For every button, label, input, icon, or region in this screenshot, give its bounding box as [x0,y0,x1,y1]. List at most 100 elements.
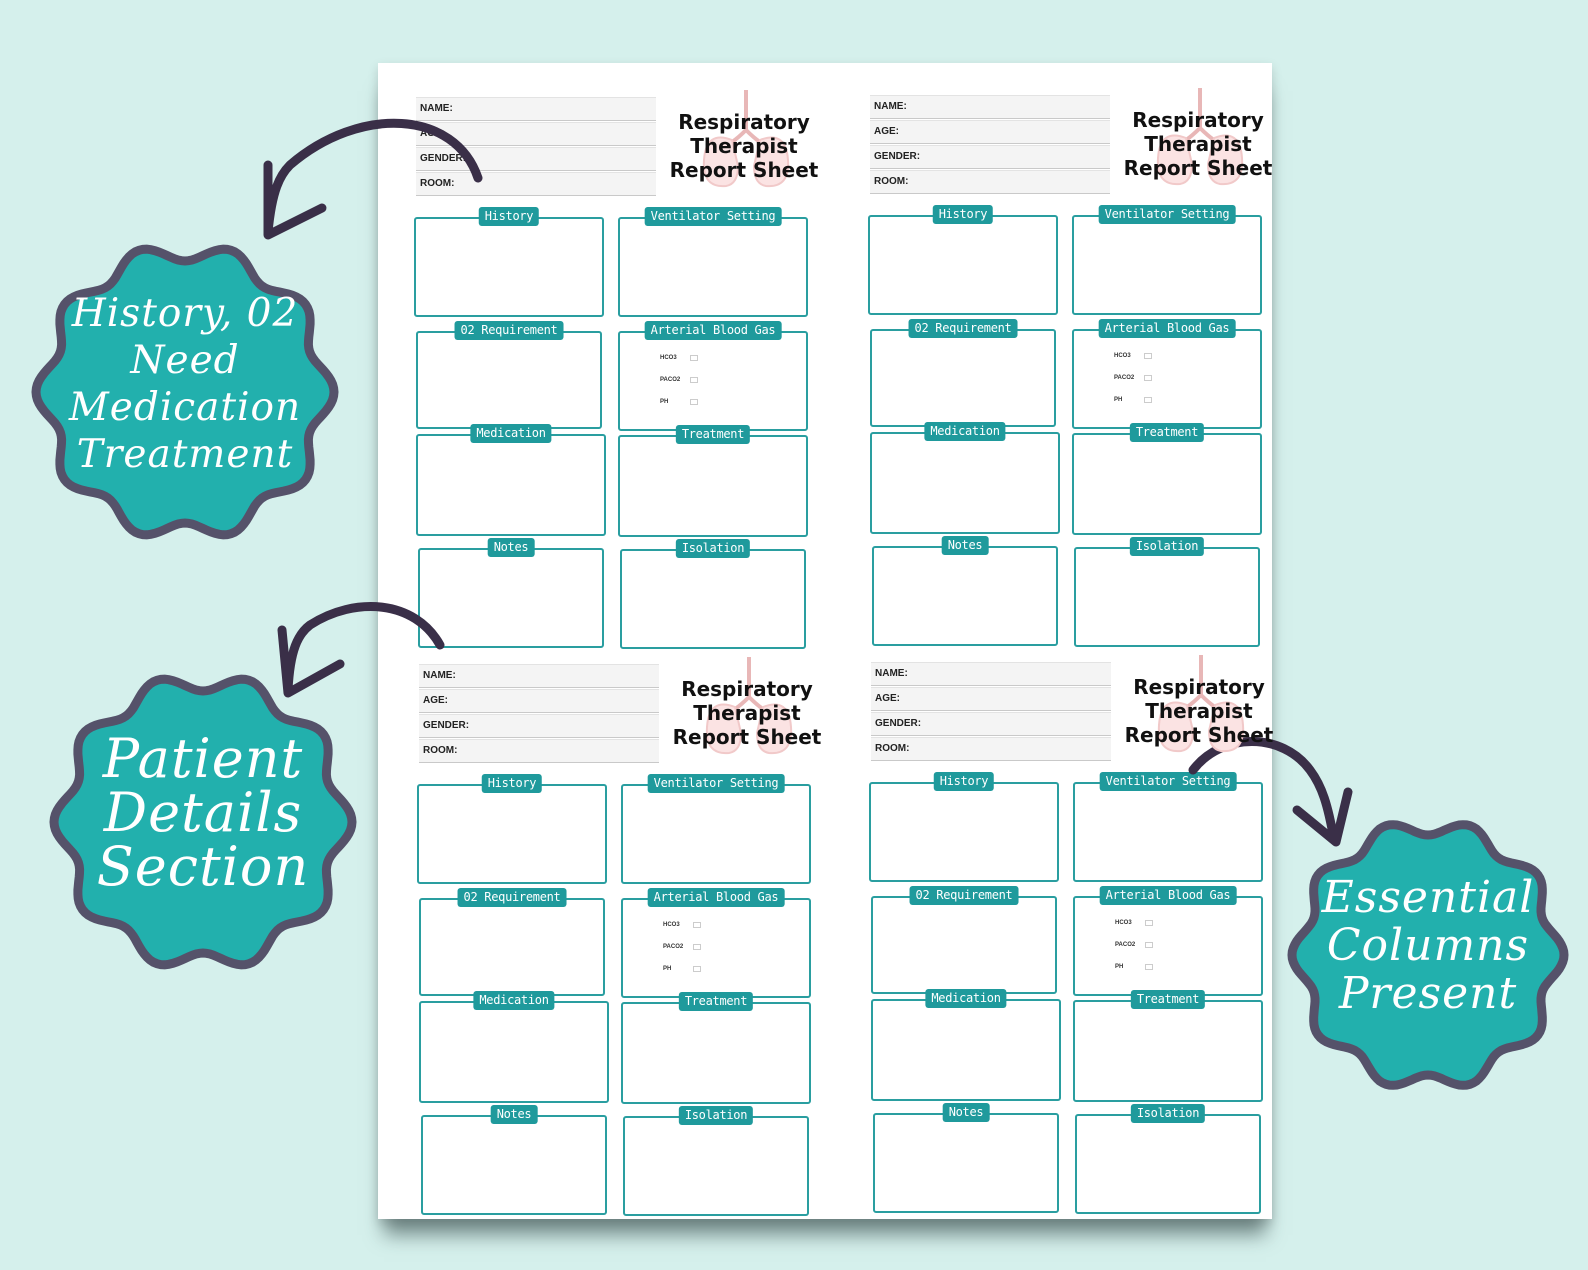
medication-section[interactable]: Medication [419,991,609,1103]
paco2-box[interactable] [693,944,701,950]
room-field[interactable]: ROOM: [419,739,659,763]
name-field[interactable]: NAME: [419,664,659,688]
section-tab: Isolation [1130,1104,1206,1123]
gender-field[interactable]: GENDER: [419,714,659,738]
o2-requirement-section[interactable]: 02 Requirement [419,888,605,996]
ventilator-section[interactable]: Ventilator Setting [1073,772,1263,882]
room-field[interactable]: ROOM: [870,170,1110,194]
hco3-box[interactable] [1144,353,1152,359]
isolation-section[interactable]: Isolation [1075,1104,1261,1214]
callout-line: Patient [102,727,304,790]
history-section[interactable]: History [869,772,1059,882]
section-tab: History [478,207,540,226]
name-field[interactable]: NAME: [871,662,1111,686]
ph-box[interactable] [690,399,698,405]
section-tab: Medication [473,991,555,1010]
ventilator-section[interactable]: Ventilator Setting [621,774,811,884]
ventilator-section[interactable]: Ventilator Setting [618,207,808,317]
age-field[interactable]: AGE: [416,122,656,146]
ph-box[interactable] [1145,964,1153,970]
notes-section[interactable]: Notes [421,1105,607,1215]
patient-details: NAME: AGE: GENDER: ROOM: [419,664,659,764]
medication-section[interactable]: Medication [416,424,606,536]
callout-line: Details [103,781,303,844]
callout-line: Need [130,338,240,383]
hco3-box[interactable] [1145,920,1153,926]
callout-badge-essential-columns: Essential Columns Present [1283,810,1573,1100]
callout-badge-history: History, 02 Need Medication Treatment [30,232,340,552]
paco2-label: PACO2 [660,377,681,383]
abg-fields: HCO3 PACO2 PH [1115,920,1153,986]
medication-section[interactable]: Medication [871,989,1061,1101]
abg-section[interactable]: Arterial Blood Gas HCO3 PACO2 PH [1072,319,1262,429]
room-field[interactable]: ROOM: [416,172,656,196]
history-section[interactable]: History [417,774,607,884]
section-tab: 02 Requirement [908,319,1018,338]
callout-badge-patient-details: Patient Details Section [48,662,358,982]
sheet-title: Respiratory Therapist Report Sheet [1119,675,1279,747]
ph-box[interactable] [693,966,701,972]
notes-section[interactable]: Notes [418,538,604,648]
hco3-box[interactable] [693,922,701,928]
ph-label: PH [1115,964,1124,970]
isolation-section[interactable]: Isolation [1074,537,1260,647]
title-line: Report Sheet [672,725,822,749]
section-tab: Isolation [1129,537,1205,556]
history-section[interactable]: History [868,205,1058,315]
callout-line: Essential [1321,872,1535,923]
gender-field[interactable]: GENDER: [870,145,1110,169]
gender-field[interactable]: GENDER: [871,712,1111,736]
o2-requirement-section[interactable]: 02 Requirement [870,319,1056,427]
abg-section[interactable]: Arterial Blood Gas HCO3 PACO2 PH [618,321,808,431]
age-field[interactable]: AGE: [419,689,659,713]
section-tab: Treatment [1130,990,1206,1009]
lungs-icon [1156,88,1244,186]
section-tab: Notes [942,1103,990,1122]
abg-fields: HCO3 PACO2 PH [663,922,701,988]
badge-shape-icon [49,674,357,970]
section-tab: History [481,774,543,793]
callout-line: Medication [68,385,302,430]
patient-details: NAME: AGE: GENDER: ROOM: [871,662,1111,762]
section-tab: History [933,772,995,791]
paco2-box[interactable] [1145,942,1153,948]
callout-line: History, 02 [71,291,299,336]
notes-section[interactable]: Notes [873,1103,1059,1213]
name-field[interactable]: NAME: [416,97,656,121]
ventilator-section[interactable]: Ventilator Setting [1072,205,1262,315]
treatment-section[interactable]: Treatment [621,992,811,1104]
abg-fields: HCO3 PACO2 PH [1114,353,1152,419]
paco2-box[interactable] [690,377,698,383]
paco2-label: PACO2 [1115,942,1136,948]
room-field[interactable]: ROOM: [871,737,1111,761]
notes-section[interactable]: Notes [872,536,1058,646]
title-line: Therapist [1144,132,1252,156]
ph-box[interactable] [1144,397,1152,403]
treatment-section[interactable]: Treatment [618,425,808,537]
hco3-box[interactable] [690,355,698,361]
history-section[interactable]: History [414,207,604,317]
isolation-section[interactable]: Isolation [623,1106,809,1216]
callout-line: Section [96,835,310,898]
report-panel: NAME: AGE: GENDER: ROOM: Respiratory The… [850,78,1290,648]
medication-section[interactable]: Medication [870,422,1060,534]
name-field[interactable]: NAME: [870,95,1110,119]
section-tab: Ventilator Setting [644,207,782,226]
abg-section[interactable]: Arterial Blood Gas HCO3 PACO2 PH [621,888,811,998]
hco3-label: HCO3 [1115,920,1132,926]
title-line: Respiratory [678,110,810,134]
isolation-section[interactable]: Isolation [620,539,806,649]
age-field[interactable]: AGE: [870,120,1110,144]
report-panel: NAME: AGE: GENDER: ROOM: Respiratory The… [851,645,1291,1215]
gender-field[interactable]: GENDER: [416,147,656,171]
abg-section[interactable]: Arterial Blood Gas HCO3 PACO2 PH [1073,886,1263,996]
o2-requirement-section[interactable]: 02 Requirement [871,886,1057,994]
paco2-box[interactable] [1144,375,1152,381]
treatment-section[interactable]: Treatment [1073,990,1263,1102]
age-field[interactable]: AGE: [871,687,1111,711]
treatment-section[interactable]: Treatment [1072,423,1262,535]
title-line: Respiratory [1132,108,1264,132]
badge-shape-icon [1287,820,1569,1090]
o2-requirement-section[interactable]: 02 Requirement [416,321,602,429]
section-tab: Arterial Blood Gas [1099,886,1237,905]
